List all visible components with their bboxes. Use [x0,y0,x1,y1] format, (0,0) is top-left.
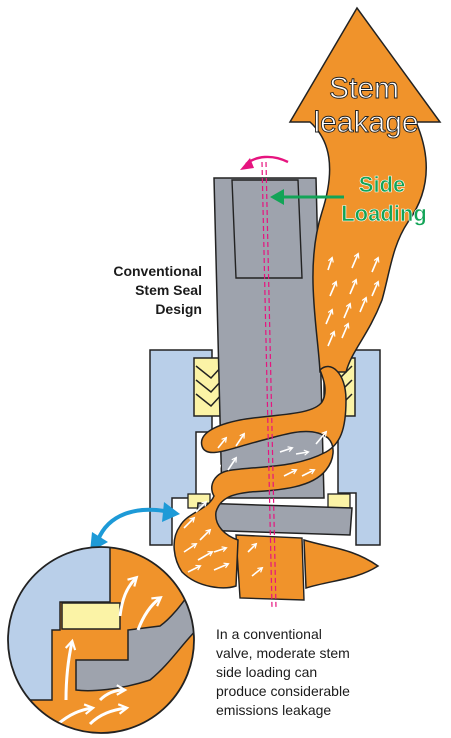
title-line-2: Stem Seal [60,281,202,300]
caption-line-4: produce considerable [216,682,436,701]
caption-line-1: In a conventional [216,625,436,644]
caption-line-2: valve, moderate stem [216,644,436,663]
lower-seal-right [328,494,350,508]
side-loading-line-2: Loading [341,201,427,226]
side-loading-line-1: Side [359,172,405,197]
title-line-1: Conventional [60,262,202,281]
caption-line-3: side loading can [216,663,436,682]
stem-leakage-line-1: Stem [329,72,399,105]
stem-leakage-line-2: leakage [313,106,418,139]
rotation-arrow [246,157,288,164]
outflow-tail [304,540,378,588]
detail-magnifier [0,540,210,738]
diagram-caption: In a conventional valve, moderate stem s… [216,625,436,720]
title-line-3: Design [60,300,202,319]
diagram-title: Conventional Stem Seal Design [60,262,202,319]
caption-line-5: emissions leakage [216,701,436,720]
